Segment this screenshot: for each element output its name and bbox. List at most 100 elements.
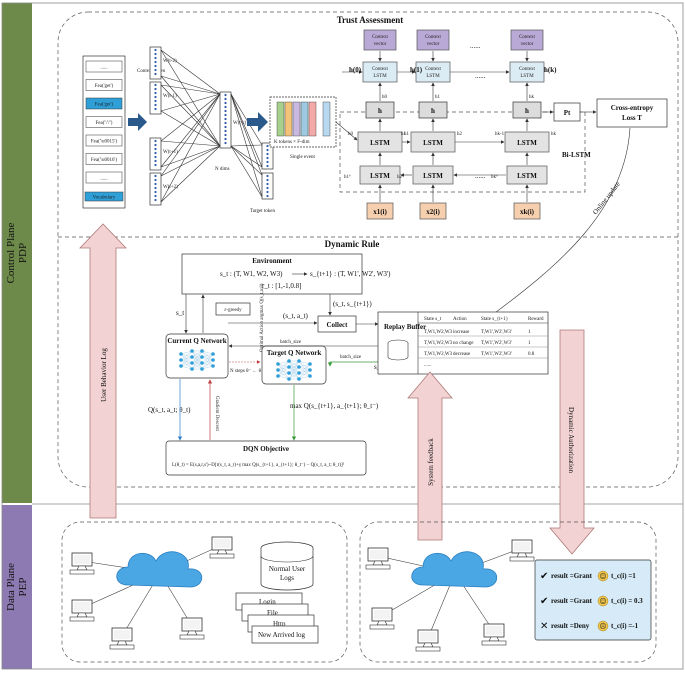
h-forward-out-label: h2 (457, 132, 463, 137)
result-panel (534, 559, 652, 641)
embedding-column: W(t-c) N dims (215, 91, 247, 172)
neuron-dot (154, 186, 157, 190)
vocab-item (85, 171, 123, 184)
svg-text:Login: Login (259, 598, 276, 606)
lstm-backward-box (359, 165, 401, 185)
result-mark-icon: ✕ (540, 621, 548, 632)
q-node (297, 359, 301, 363)
result-value: t_c(i) = 0.3 (611, 597, 643, 605)
current-q-network-graph (179, 349, 215, 371)
q-node (200, 367, 204, 371)
target-token-columns: Target token (250, 142, 275, 214)
current-q-label: Current Q Network (167, 337, 226, 345)
computer-icon (179, 617, 205, 640)
computer-icon (69, 552, 95, 575)
state-next: s_{t+1} : (T, W1', W2', W3') (310, 270, 391, 278)
h-sub-label: hk (529, 95, 535, 100)
vocab-item (85, 97, 123, 110)
pep-right-container (359, 521, 657, 663)
h0-top: h(0) (349, 66, 362, 74)
computer-icon (69, 599, 95, 622)
q-node (287, 377, 291, 381)
batch-size-label-2: batch_size (340, 355, 362, 360)
result-mark-icon: ✔ (540, 571, 548, 582)
lstm-label: LSTM (370, 172, 390, 180)
left-network (69, 536, 235, 650)
table-cell: 1 (528, 330, 531, 335)
neuron-dot (224, 129, 227, 133)
h-forward-label: h1 (401, 132, 407, 137)
computer-icon (415, 629, 441, 652)
computer-icon (369, 607, 395, 630)
q-node (211, 358, 215, 362)
single-event-matrix: K tokens × F-dim Single event (269, 96, 337, 160)
data-plane-label: Data Plane (5, 563, 17, 611)
n-steps-label: N steps θ⁻ ← θ (230, 369, 262, 374)
loss-label-2: Loss T (622, 114, 642, 122)
neuron-dot (154, 155, 157, 159)
context-lstm-label: LSTM (426, 74, 440, 79)
neuron-dot (266, 160, 269, 164)
context-vector-label: vector (427, 42, 440, 47)
lstm-backward-box (412, 165, 454, 185)
svg-text:Http: Http (273, 620, 286, 628)
online-update-label: Online update (591, 180, 622, 216)
computer-icon (109, 627, 135, 650)
neuron-dot (154, 159, 157, 163)
svg-text:W(t-1): W(t-1) (163, 94, 177, 99)
neuron-dot (266, 152, 269, 156)
dqn-title: DQN Objective (243, 445, 289, 453)
context-vector-label: Context (519, 35, 535, 40)
neuron-dot (154, 87, 157, 91)
h-box (365, 101, 395, 119)
h-sub-label: h1 (435, 95, 441, 100)
result-entry: ✕result =Deny☹t_c(i) =-1 (540, 620, 639, 632)
dynamic-rule-title: Dynamic Rule (325, 239, 380, 249)
table-cell: no change (453, 341, 474, 346)
context-vector-label: Context (372, 35, 388, 40)
q-node (276, 374, 280, 378)
dynamic-authorization-label: Dynamic Authorization (567, 407, 575, 473)
neuron-dot (266, 182, 269, 186)
results-list: ✔result =Grant☺t_c(i) =1✔result =Grant☺t… (540, 570, 643, 632)
neuron-dot (154, 178, 157, 182)
neuron-dot (154, 52, 157, 56)
svg-text:W(t-2): W(t-2) (163, 59, 177, 64)
svg-text:Normal User: Normal User (269, 565, 306, 573)
input-x-label: x1(i) (373, 208, 387, 216)
h-label: h (525, 107, 529, 115)
context-vector-box (510, 29, 544, 51)
q-current-label: Q(s_t, a_t; θ_t) (148, 406, 191, 414)
input-x-box (366, 202, 394, 220)
vocab-item-label: Fea('get') (95, 84, 114, 89)
epsilon-greedy-label: ε-greedy (224, 308, 242, 313)
loss-box (596, 98, 668, 128)
table-cell: T,W1,W2,W3 (424, 330, 453, 335)
context-lstm-label: Context (425, 67, 441, 72)
context-vector-label: vector (521, 42, 534, 47)
cloud-icon (116, 551, 203, 588)
h-backward-label: hkᵇ (491, 174, 498, 180)
table-cell: ...... (424, 363, 432, 368)
h-backward-label: h2ᵇ (397, 174, 404, 180)
q-node (179, 358, 183, 362)
neuron-dot (154, 143, 157, 147)
q-node (211, 364, 215, 368)
neuron-dot (224, 105, 227, 109)
q-node (190, 349, 194, 353)
context-vector-box (363, 29, 397, 51)
control-plane-container (57, 11, 679, 488)
neuron-dot (224, 141, 227, 145)
h-label: h (378, 107, 382, 115)
result-text: result =Grant (551, 572, 593, 580)
neuron-dot (266, 178, 269, 182)
face-glyph: ☺ (599, 598, 606, 606)
optimal-action-label: Optimal Action argmax Q(s_t,a;θ) (260, 283, 265, 352)
n-dims-label: N dims (215, 167, 230, 172)
vocab-item-label: Fea('\'\'') (96, 121, 113, 126)
neuron-dot (154, 103, 157, 107)
user-behavior-log-arrow (79, 223, 127, 519)
